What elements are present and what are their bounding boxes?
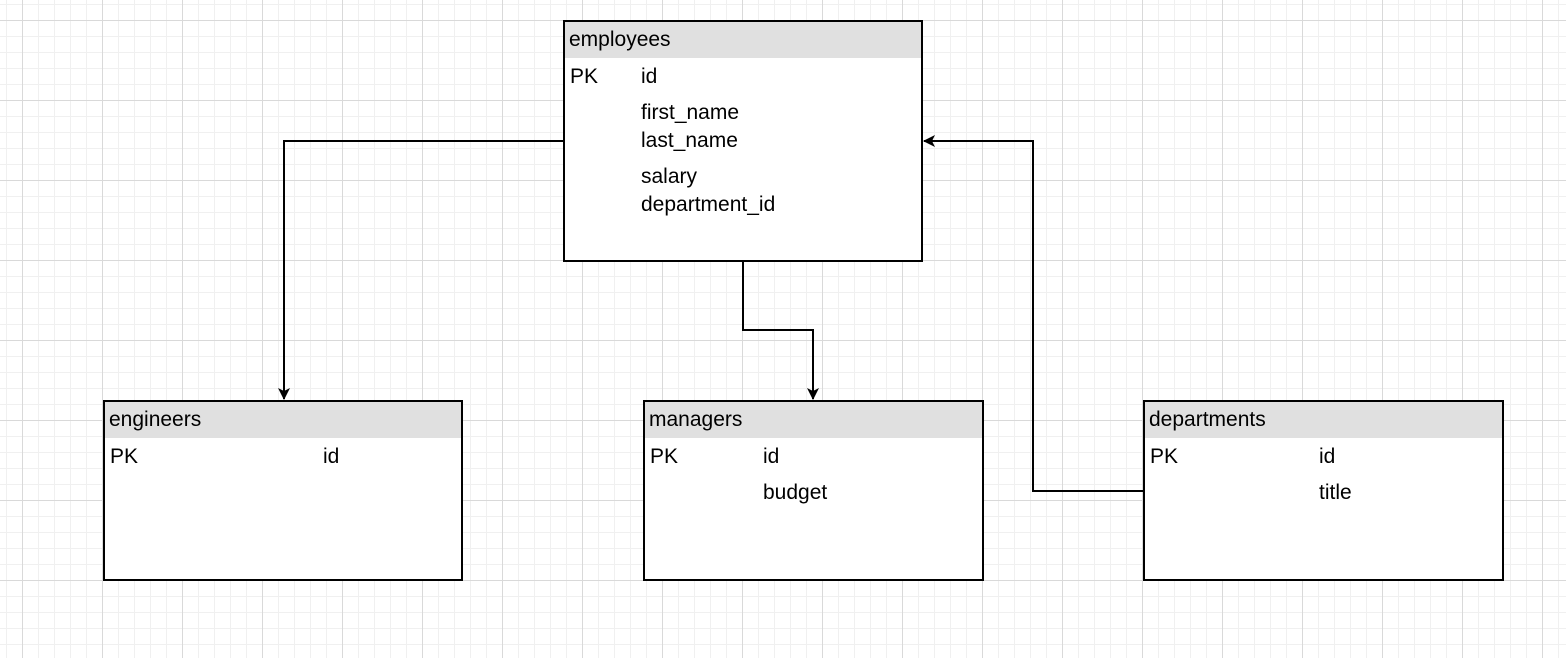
entity-departments[interactable]: departments PK id title (1143, 400, 1504, 581)
field-departments-id: id (1319, 445, 1336, 468)
field-departments-title: title (1319, 481, 1352, 504)
field-employees-id: id (641, 65, 658, 88)
connector-employees-to-managers[interactable] (742, 262, 819, 400)
pk-label-departments: PK (1150, 445, 1179, 468)
field-employees-first-name: first_name (641, 101, 740, 124)
entity-managers[interactable]: managers PK id budget (643, 400, 984, 581)
field-employees-salary: salary (641, 165, 698, 188)
entity-header-engineers: engineers (105, 402, 461, 438)
field-employees-department-id: department_id (641, 193, 776, 216)
field-engineers-id: id (323, 445, 340, 468)
pk-label-engineers: PK (110, 445, 139, 468)
connector-employees-to-engineers[interactable] (278, 140, 563, 400)
entity-employees[interactable]: employees PK id first_name last_name sal… (563, 20, 923, 262)
pk-label-employees: PK (570, 65, 599, 88)
field-managers-id: id (763, 445, 780, 468)
entity-header-departments: departments (1145, 402, 1502, 438)
field-employees-last-name: last_name (641, 129, 738, 152)
field-managers-budget: budget (763, 481, 828, 504)
entity-engineers[interactable]: engineers PK id (103, 400, 463, 581)
entity-header-managers: managers (645, 402, 982, 438)
entity-header-employees: employees (565, 22, 921, 58)
pk-label-managers: PK (650, 445, 679, 468)
